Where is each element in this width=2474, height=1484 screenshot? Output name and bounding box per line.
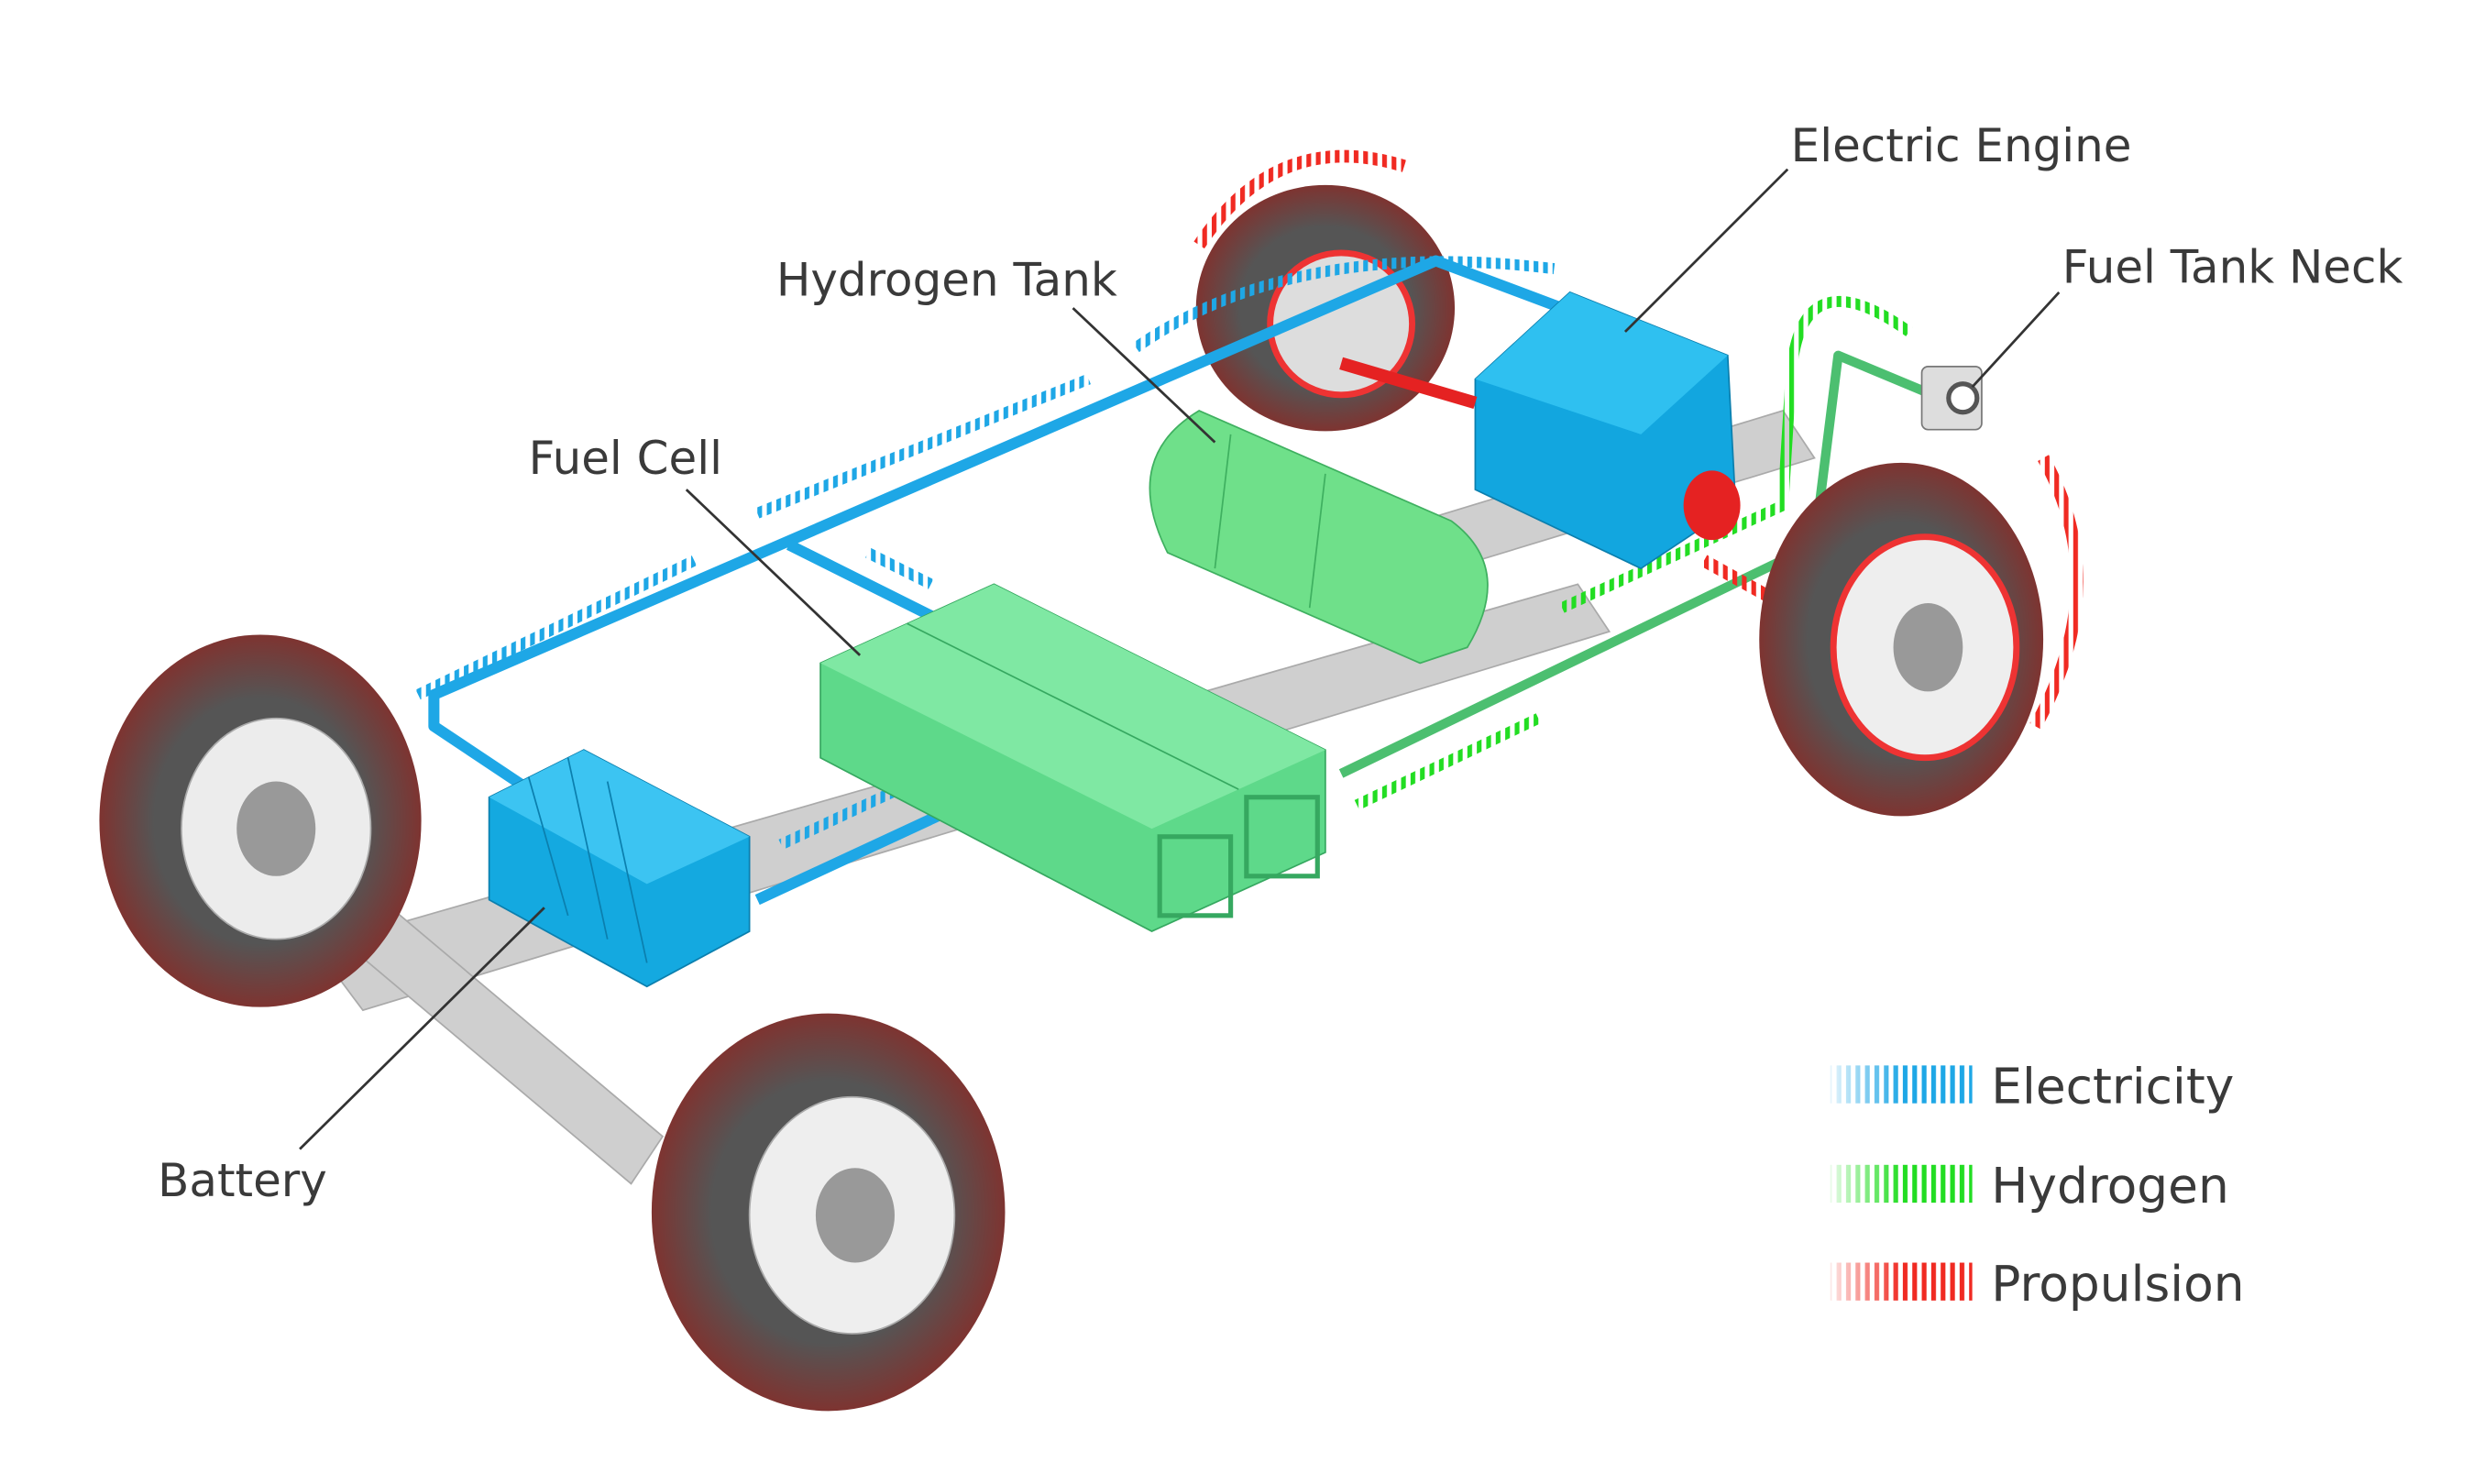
label-fuel-cell: Fuel Cell bbox=[529, 432, 722, 485]
wheel-front-right bbox=[651, 1013, 1006, 1412]
battery bbox=[488, 749, 751, 988]
electricity-flow-arrows bbox=[415, 256, 1556, 850]
label-fuel-tank-neck: Fuel Tank Neck bbox=[2062, 241, 2403, 294]
label-hydrogen-tank: Hydrogen Tank bbox=[776, 253, 1117, 306]
hydrogen-flow-arrows bbox=[1354, 295, 1913, 810]
legend-label-propulsion: Propulsion bbox=[1991, 1255, 2244, 1313]
leader-electric-engine bbox=[1623, 168, 1789, 333]
hydrogen-pipe bbox=[1338, 350, 1935, 778]
legend: Electricity Hydrogen Propulsion bbox=[1822, 1058, 2245, 1313]
electric-engine bbox=[1339, 291, 1741, 570]
leader-fuel-cell bbox=[685, 489, 862, 656]
leader-fuel-tank-neck bbox=[1971, 291, 2061, 389]
fuel-cell bbox=[819, 583, 1326, 933]
leader-hydrogen-tank bbox=[1072, 307, 1216, 444]
wheel-rear-right-near bbox=[1759, 462, 2044, 817]
label-battery: Battery bbox=[158, 1154, 327, 1207]
legend-label-hydrogen: Hydrogen bbox=[1991, 1157, 2229, 1215]
fuel-tank-neck bbox=[1920, 365, 1983, 431]
hydrogen-tank bbox=[1149, 410, 1489, 665]
legend-label-electricity: Electricity bbox=[1991, 1058, 2234, 1116]
wheel-front-left bbox=[99, 634, 422, 1007]
leader-battery bbox=[299, 907, 545, 1150]
label-electric-engine: Electric Engine bbox=[1791, 119, 2132, 172]
